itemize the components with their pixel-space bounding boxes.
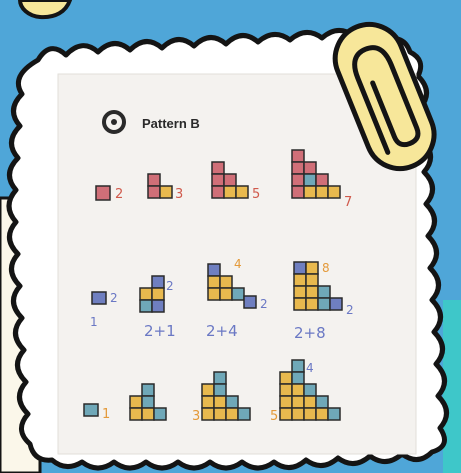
row2-top-label-2: 4	[234, 257, 242, 271]
row3-top-label: 4	[306, 361, 314, 375]
row2-side-label-1: 2	[110, 291, 118, 305]
row2-sum-4: 2+8	[294, 324, 326, 342]
row2-top-label-1: 2	[166, 279, 174, 293]
row2-sum-3: 2+4	[206, 322, 238, 340]
row2-top-label-3: 8	[322, 261, 330, 275]
heading-label: Pattern B	[142, 116, 200, 131]
row3-label-5: 5	[270, 409, 278, 424]
row3-label-3: 3	[192, 409, 200, 424]
row1-label-1: 2	[115, 187, 123, 202]
row3-label-1: 1	[102, 407, 110, 422]
row2-sum-1: 1	[90, 315, 98, 329]
row2-side-label-3: 2	[260, 297, 268, 311]
row1-label-4: 7	[344, 195, 352, 210]
row1-label-3: 5	[252, 187, 260, 202]
row2-sum-2: 2+1	[144, 322, 176, 340]
row1-label-2: 3	[175, 187, 183, 202]
row2-side-label-4: 2	[346, 303, 354, 317]
corner-decoration-top	[20, 0, 70, 17]
